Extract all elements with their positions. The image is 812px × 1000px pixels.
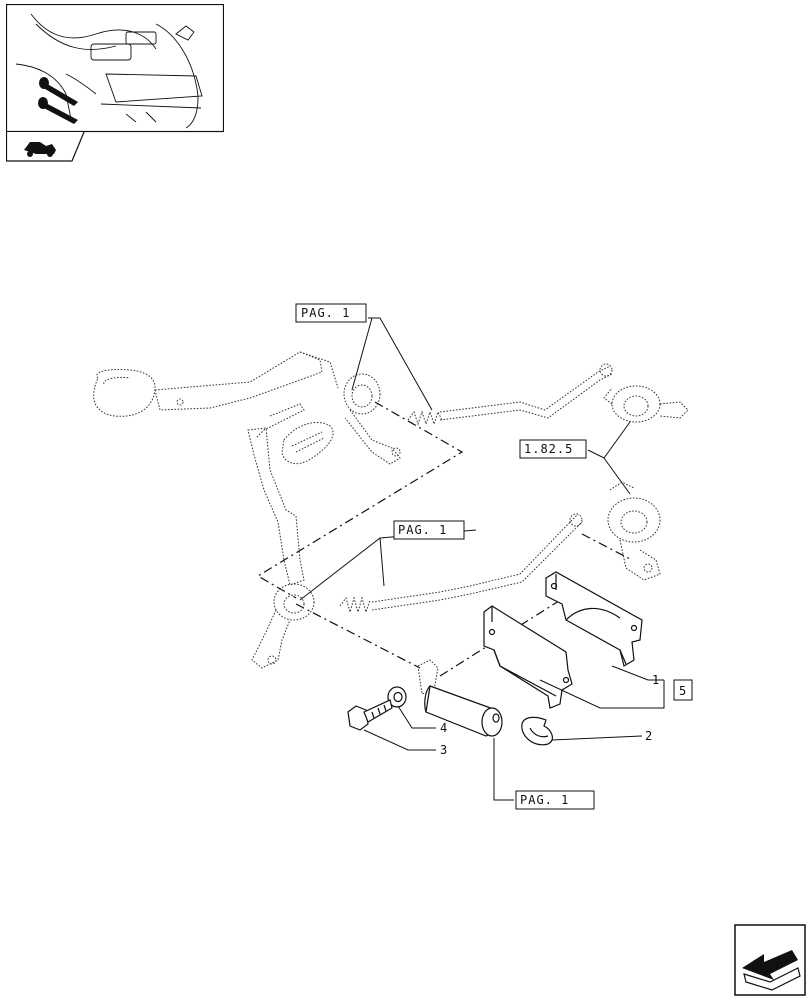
- ref-pag1-top[interactable]: PAG. 1: [295, 303, 367, 323]
- bolt: [347, 699, 393, 731]
- part-number-2: 2: [645, 729, 652, 743]
- ref-1-82-5[interactable]: 1.82.5: [519, 439, 587, 459]
- bushing-1: [545, 571, 643, 667]
- part-number-3: 3: [440, 743, 447, 757]
- left-brake-pedal-ghost: [93, 351, 401, 465]
- pedal-pad-ghost: [281, 422, 334, 465]
- tractor-cab-pedals-thumbnail: [15, 13, 203, 129]
- part-number-1: 1: [652, 673, 659, 687]
- svg-text:1.82.5: 1.82.5: [524, 442, 573, 456]
- part-number-4: 4: [440, 721, 447, 735]
- svg-text:PAG. 1: PAG. 1: [301, 306, 350, 320]
- svg-text:PAG. 1: PAG. 1: [398, 523, 447, 537]
- ref-pag1-bottom[interactable]: PAG. 1: [515, 790, 595, 810]
- washer: [387, 686, 407, 708]
- pivot-pin: [417, 659, 503, 737]
- clutch-pedal-ghost: [247, 403, 315, 669]
- spring-clip: [521, 716, 553, 746]
- svg-text:5: 5: [679, 684, 686, 698]
- ref-pag1-middle[interactable]: PAG. 1: [393, 520, 465, 540]
- tractor-section-icon: [24, 142, 56, 157]
- thumbnail-frame: [6, 4, 224, 162]
- upper-pull-rod-ghost: [407, 363, 689, 426]
- next-page-arrow-icon[interactable]: [734, 924, 806, 996]
- pedal-highlight: [38, 77, 78, 124]
- svg-text:PAG. 1: PAG. 1: [520, 793, 569, 807]
- lower-pull-rod-ghost: [339, 481, 661, 614]
- part-number-5-box[interactable]: 5: [673, 679, 693, 701]
- bushing-2: [483, 605, 573, 709]
